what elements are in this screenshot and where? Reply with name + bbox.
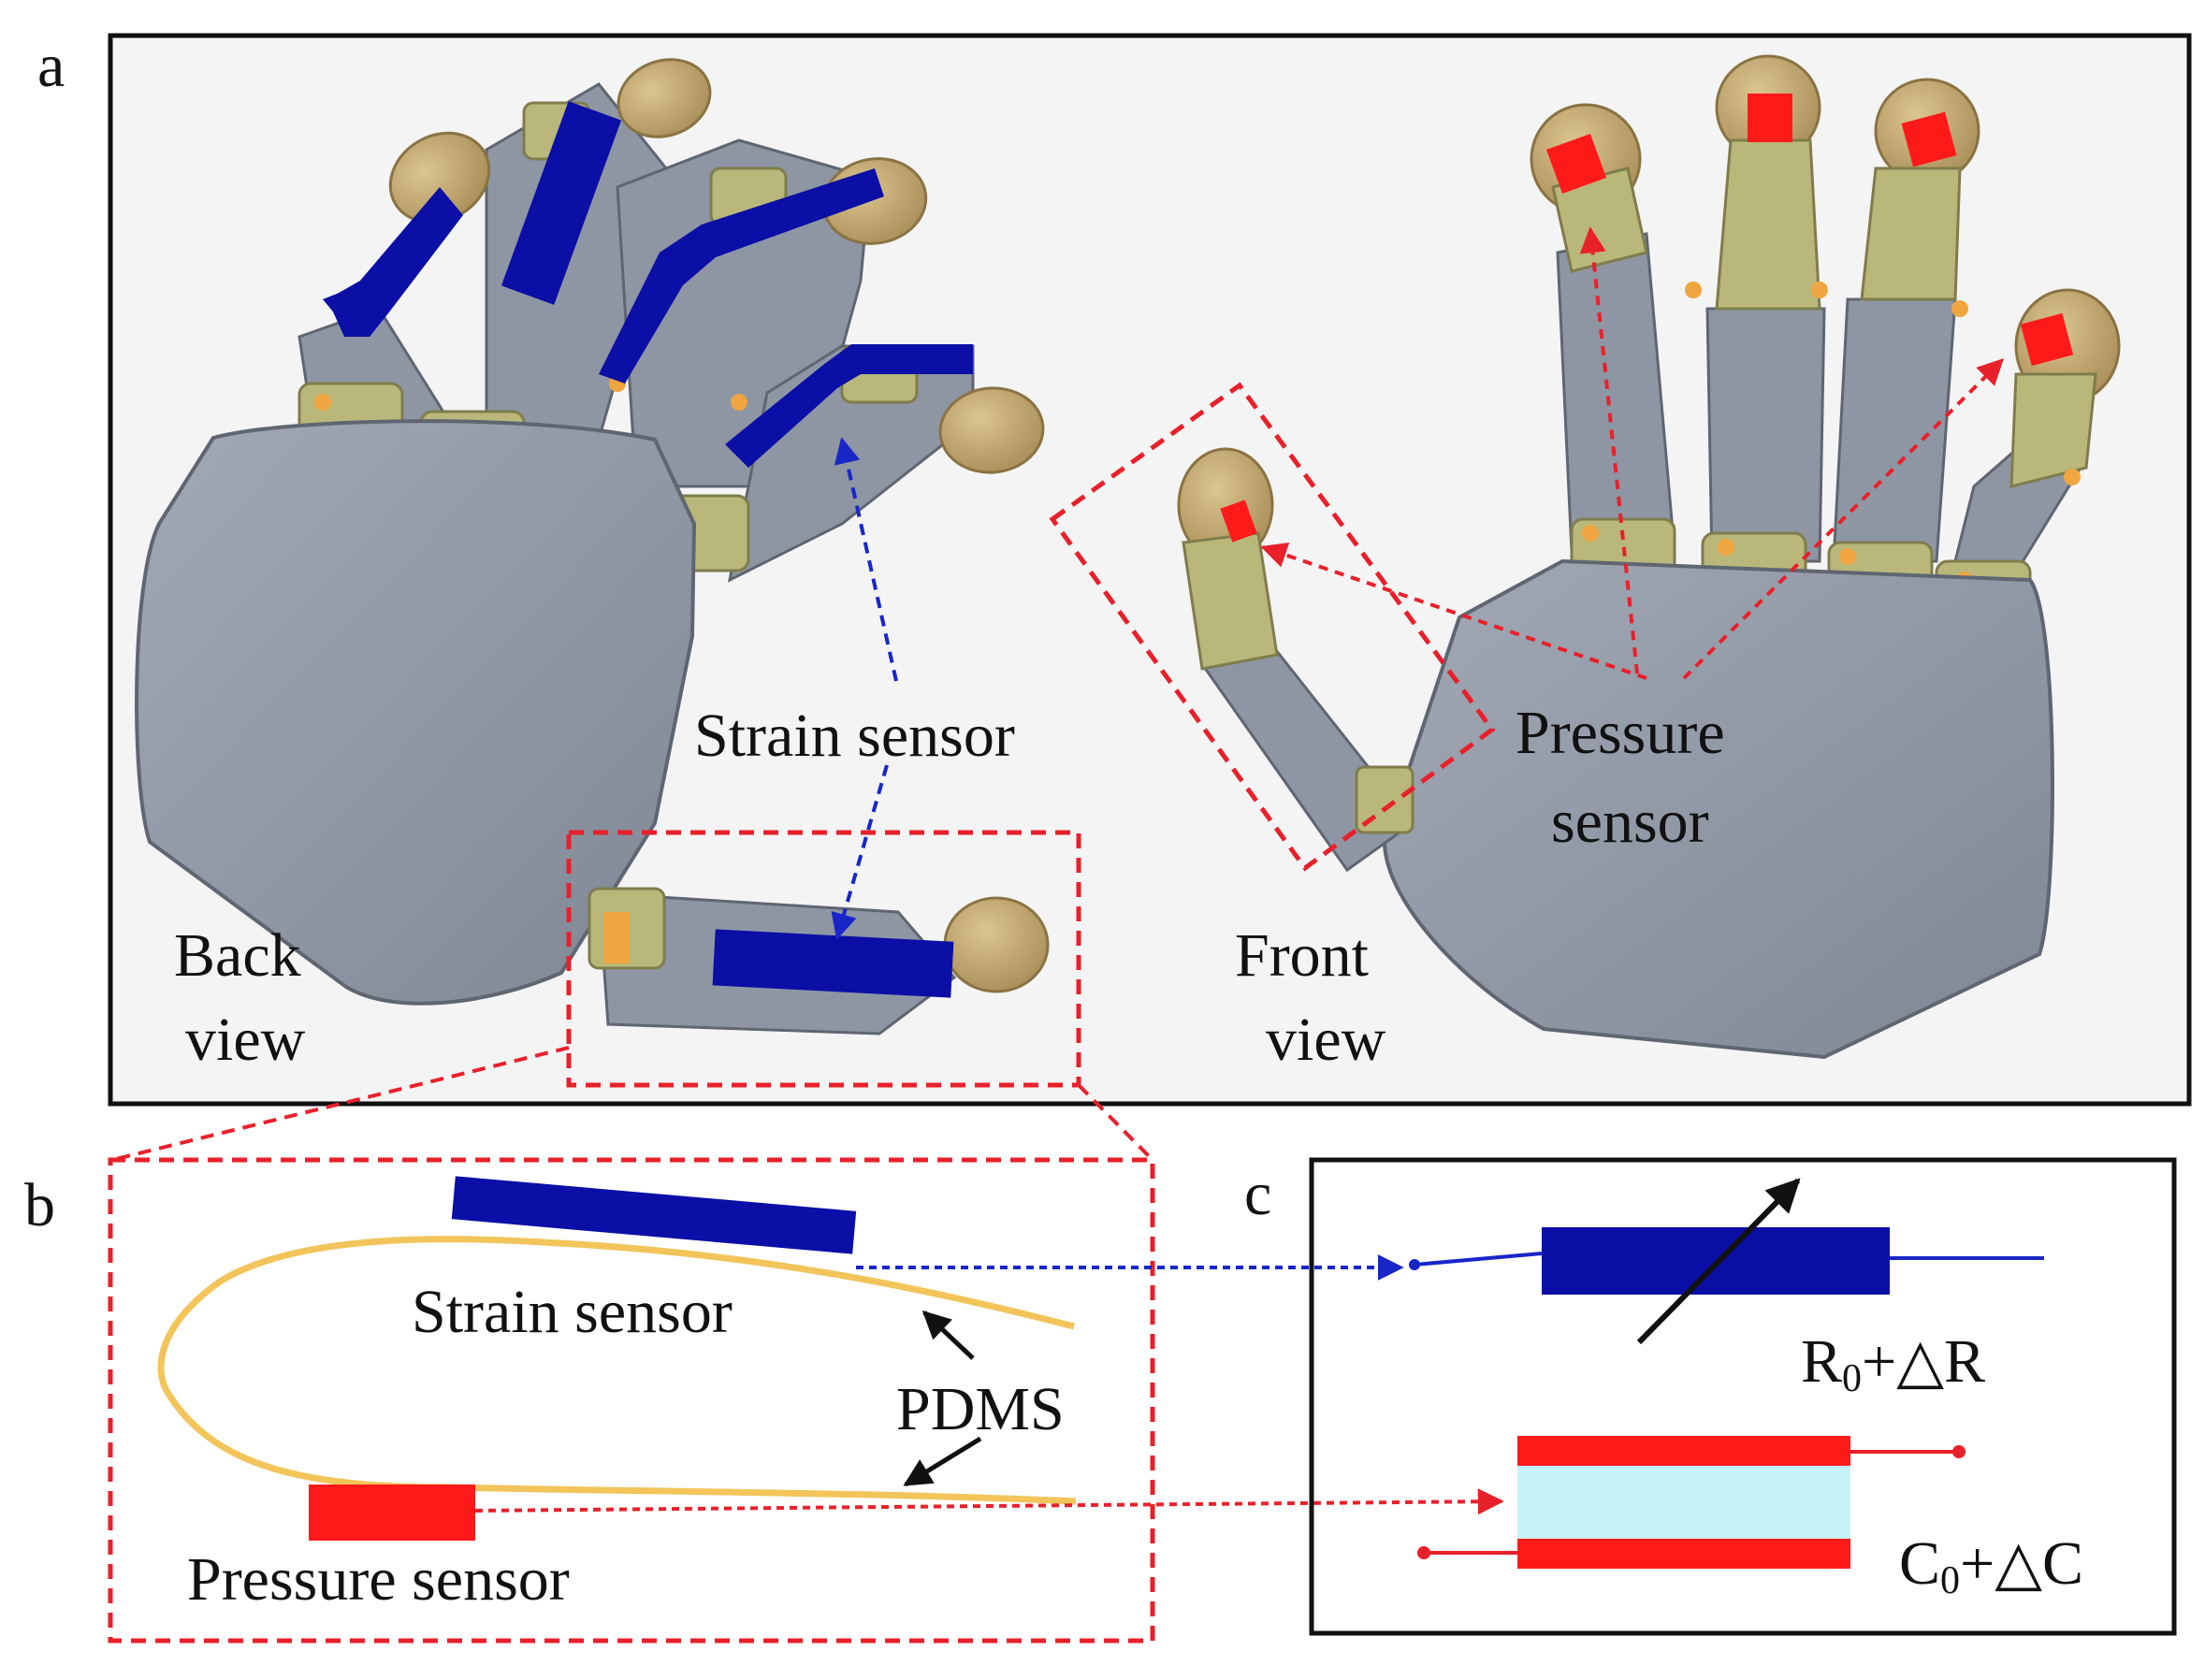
back-view-line1: Back: [174, 921, 301, 990]
thumb-highlight-box: [566, 830, 1081, 1088]
front-palm: [1382, 558, 2054, 1060]
pressure-to-capacitor-arrow: [474, 1488, 1504, 1515]
panel-a: a: [37, 32, 2192, 1107]
back-palm: [135, 419, 697, 1006]
strain-arrow-down: [831, 764, 889, 940]
panel-b: b Strain sensor Pressure sensor PDMS: [24, 1157, 1155, 1644]
panel-c-frame: [1309, 1157, 2177, 1636]
resistor-label: R0+△R: [1801, 1327, 1985, 1400]
zoom-lines: [111, 1046, 1154, 1162]
pdms-arrow-up: [921, 1310, 975, 1360]
back-strain-sensors: [323, 101, 973, 998]
front-view-hand: Front view: [1177, 54, 2121, 1074]
back-view-line2: view: [185, 1006, 306, 1074]
capacitor-label-main: C: [1899, 1529, 1940, 1598]
pressure-arrows: [1260, 226, 2004, 680]
front-view-line2: view: [1266, 1006, 1386, 1074]
capacitor-label: C0+△C: [1899, 1529, 2083, 1602]
front-pressure-sensors: [1220, 94, 2074, 543]
front-thumb-highlight-box: [1049, 382, 1496, 872]
pressure-sensor-bar: [309, 1484, 475, 1541]
pressure-sensor-label-a-line1: Pressure: [1516, 699, 1725, 767]
capacitor-label-sub: 0: [1940, 1559, 1960, 1602]
resistor-label-main: R: [1801, 1327, 1842, 1396]
panel-c-letter: c: [1244, 1160, 1271, 1228]
strain-sensor-label-b: Strain sensor: [412, 1278, 733, 1346]
back-view-hand: Back view: [135, 58, 1050, 1074]
front-view-line1: Front: [1235, 921, 1369, 990]
strain-sensor-label-a: Strain sensor: [694, 702, 1015, 770]
pressure-sensor-label-b: Pressure sensor: [187, 1545, 570, 1614]
panel-b-letter: b: [24, 1171, 55, 1239]
panel-b-frame: [108, 1157, 1155, 1644]
pdms-layer: [157, 1236, 1077, 1505]
pressure-sensor-label-a-line2: sensor: [1551, 788, 1709, 856]
variable-resistor: [1409, 1178, 2044, 1345]
capacitor: [1417, 1436, 1966, 1569]
panel-a-letter: a: [37, 32, 65, 100]
resistor-label-sub: 0: [1842, 1357, 1862, 1400]
strain-arrow-up: [834, 437, 898, 682]
pdms-label: PDMS: [896, 1375, 1065, 1443]
capacitor-label-rest: +△C: [1960, 1529, 2083, 1598]
resistor-label-rest: +△R: [1862, 1327, 1985, 1396]
panel-c: c R0+△R C0+△C: [1244, 1157, 2177, 1636]
pdms-arrow-down: [903, 1436, 982, 1487]
strain-sensor-bar: [451, 1176, 857, 1254]
